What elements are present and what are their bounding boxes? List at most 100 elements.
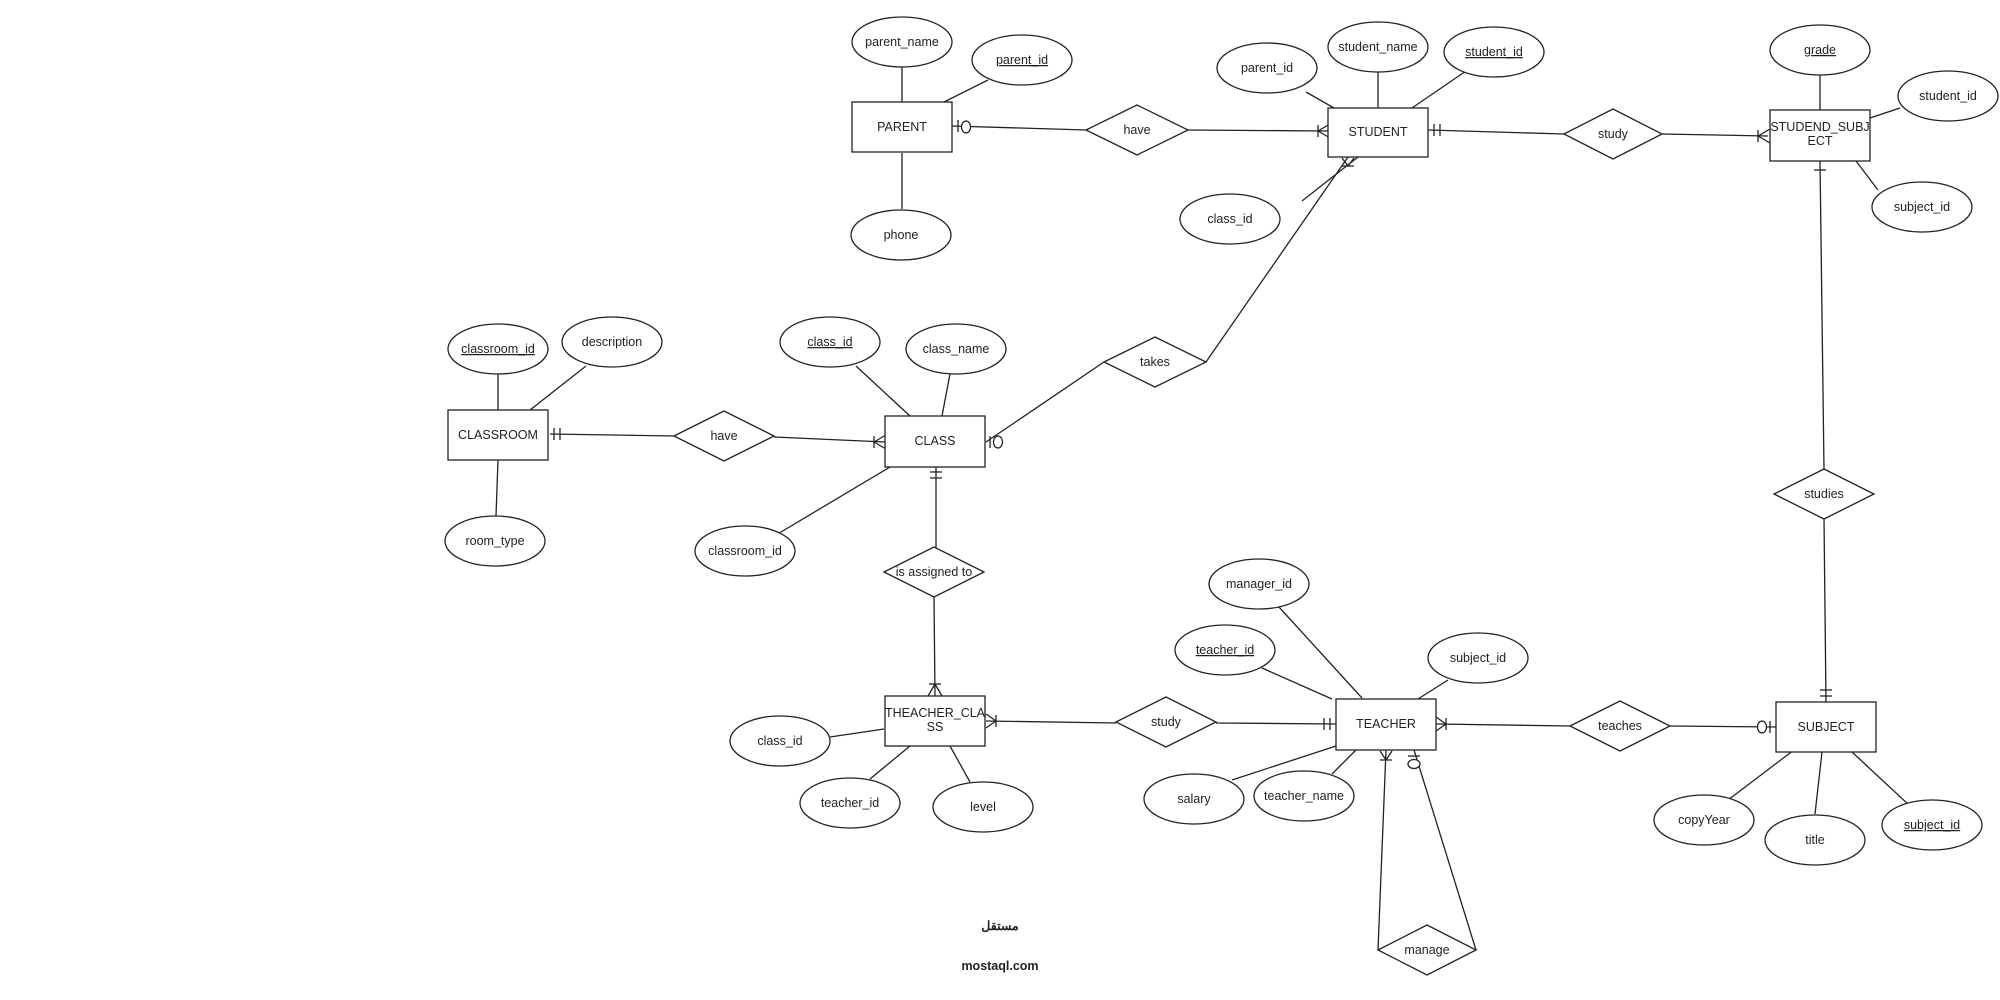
cardinality-tc-top-one-or-many	[927, 683, 943, 697]
svg-text:class_id: class_id	[757, 734, 802, 748]
entity-studend-subject[interactable]: STUDEND_SUBJ ECT	[1769, 109, 1871, 162]
entity-subject[interactable]: SUBJECT	[1775, 701, 1877, 753]
relationship-student-study[interactable]: study	[1562, 108, 1664, 160]
cardinality-teacher-bottom-one-or-many	[1379, 750, 1393, 761]
attribute-parent-phone[interactable]: phone	[850, 209, 952, 261]
relationship-teaches-label: teaches	[1598, 719, 1642, 733]
attribute-tc-teacher-id[interactable]: teacher_id	[799, 777, 901, 829]
attribute-class-classroom-id[interactable]: classroom_id	[694, 525, 796, 577]
cardinality-teacher-right-one-or-many	[1435, 716, 1447, 732]
entity-studend-subject-label-2: ECT	[1808, 134, 1833, 148]
attribute-classroom-room-type[interactable]: room_type	[444, 515, 546, 567]
link-teacher-subject-id	[1417, 679, 1449, 700]
svg-text:teacher_name: teacher_name	[1264, 789, 1344, 803]
cardinality-marks	[553, 120, 1832, 770]
link-manage-right	[1413, 749, 1477, 951]
svg-text:title: title	[1805, 833, 1825, 847]
attribute-parent-name[interactable]: parent_name	[851, 16, 953, 68]
attribute-parent-id-key[interactable]: parent_id	[971, 34, 1073, 86]
svg-text:grade: grade	[1804, 43, 1836, 57]
attribute-teacher-salary[interactable]: salary	[1143, 773, 1245, 825]
relationship-manage[interactable]: manage	[1376, 924, 1478, 976]
attribute-subject-title[interactable]: title	[1764, 814, 1866, 866]
attribute-student-name[interactable]: student_name	[1327, 21, 1429, 73]
link-student-study-right	[1661, 133, 1769, 137]
link-tc-level	[949, 745, 971, 783]
svg-text:parent_name: parent_name	[865, 35, 939, 49]
link-studies-up	[1819, 160, 1825, 470]
relationship-studies-label: studies	[1804, 487, 1844, 501]
watermark-logo: مستقل	[981, 919, 1019, 933]
cardinality-teacher-bottom-zero-or-one	[1407, 755, 1421, 770]
link-subject-copy-year	[1727, 749, 1795, 801]
attribute-class-name[interactable]: class_name	[905, 323, 1007, 375]
relationship-teacher-study-label: study	[1151, 715, 1182, 729]
cardinality-class-bottom-one-only-one	[930, 471, 942, 479]
attribute-subject-copy-year[interactable]: copyYear	[1653, 794, 1755, 846]
attribute-subject-id-key[interactable]: subject_id	[1881, 799, 1983, 851]
entity-student-label: STUDENT	[1348, 125, 1407, 139]
relationship-is-assigned-to-label: is assigned to	[896, 565, 972, 579]
attribute-ss-student-id[interactable]: student_id	[1897, 70, 1999, 122]
svg-text:class_id: class_id	[807, 335, 852, 349]
svg-text:student_id: student_id	[1465, 45, 1523, 59]
relationship-is-assigned-to[interactable]: is assigned to	[882, 546, 986, 598]
entity-parent[interactable]: PARENT	[851, 101, 953, 153]
link-takes-down	[985, 361, 1105, 443]
relationship-takes-label: takes	[1140, 355, 1170, 369]
attribute-teacher-subject-id[interactable]: subject_id	[1427, 632, 1529, 684]
attribute-student-class-id[interactable]: class_id	[1179, 193, 1281, 245]
entity-teacher-class[interactable]: THEACHER_CLA SS	[884, 695, 986, 747]
svg-text:salary: salary	[1177, 792, 1211, 806]
attribute-ss-subject-id[interactable]: subject_id	[1871, 181, 1973, 233]
attribute-classroom-description[interactable]: description	[561, 316, 663, 368]
svg-text:teacher_id: teacher_id	[821, 796, 879, 810]
link-class-class-id	[855, 365, 911, 417]
cardinality-student-bottom-one-or-many	[1341, 157, 1355, 167]
relationship-takes[interactable]: takes	[1102, 336, 1208, 388]
watermark: مستقل mostaql.com	[961, 919, 1038, 973]
entity-classroom[interactable]: CLASSROOM	[447, 409, 549, 461]
attribute-tc-level[interactable]: level	[932, 781, 1034, 833]
entity-class[interactable]: CLASS	[884, 415, 986, 468]
svg-text:parent_id: parent_id	[1241, 61, 1293, 75]
attribute-student-id-key[interactable]: student_id	[1443, 26, 1545, 78]
relationship-studies[interactable]: studies	[1772, 468, 1876, 520]
watermark-site: mostaql.com	[961, 959, 1038, 973]
link-subject-subject-id	[1851, 751, 1911, 807]
link-teacher-study-left	[985, 720, 1117, 724]
link-tc-class-id	[829, 728, 885, 738]
svg-text:phone: phone	[884, 228, 919, 242]
link-student-student-id	[1411, 70, 1467, 109]
attribute-student-parent-id[interactable]: parent_id	[1216, 42, 1318, 94]
entity-class-label: CLASS	[915, 434, 956, 448]
attribute-ss-grade-key[interactable]: grade	[1769, 24, 1871, 76]
relationship-manage-label: manage	[1404, 943, 1449, 957]
relationship-teaches[interactable]: teaches	[1568, 700, 1672, 752]
link-teaches-left	[1435, 723, 1571, 727]
link-parent-have-left	[951, 125, 1087, 131]
link-class-class-name	[941, 373, 951, 417]
link-classroom-have-right	[773, 436, 886, 443]
attribute-tc-class-id[interactable]: class_id	[729, 715, 831, 767]
attribute-class-id-key[interactable]: class_id	[779, 316, 881, 368]
attribute-classroom-id-key[interactable]: classroom_id	[447, 323, 549, 375]
svg-text:class_id: class_id	[1207, 212, 1252, 226]
cardinality-subject-top-one-only-one	[1820, 689, 1832, 697]
relationship-parent-have[interactable]: have	[1084, 104, 1190, 156]
link-class-classroom-id	[775, 466, 891, 536]
attribute-teacher-name[interactable]: teacher_name	[1253, 770, 1355, 822]
cardinality-classroom-one-only-one	[553, 428, 561, 440]
relationship-teacher-study[interactable]: study	[1114, 696, 1218, 748]
attribute-teacher-manager-id[interactable]: manager_id	[1208, 558, 1310, 610]
link-subject-title	[1814, 751, 1823, 815]
link-manage-left	[1377, 749, 1387, 951]
relationship-classroom-have[interactable]: have	[672, 410, 776, 462]
attribute-teacher-id-key[interactable]: teacher_id	[1174, 624, 1276, 676]
cardinality-class-zero-or-one	[989, 435, 1004, 449]
entity-teacher[interactable]: TEACHER	[1335, 698, 1437, 751]
entity-student[interactable]: STUDENT	[1327, 107, 1429, 158]
svg-text:manager_id: manager_id	[1226, 577, 1292, 591]
entity-studend-subject-label-1: STUDEND_SUBJ	[1770, 120, 1869, 134]
